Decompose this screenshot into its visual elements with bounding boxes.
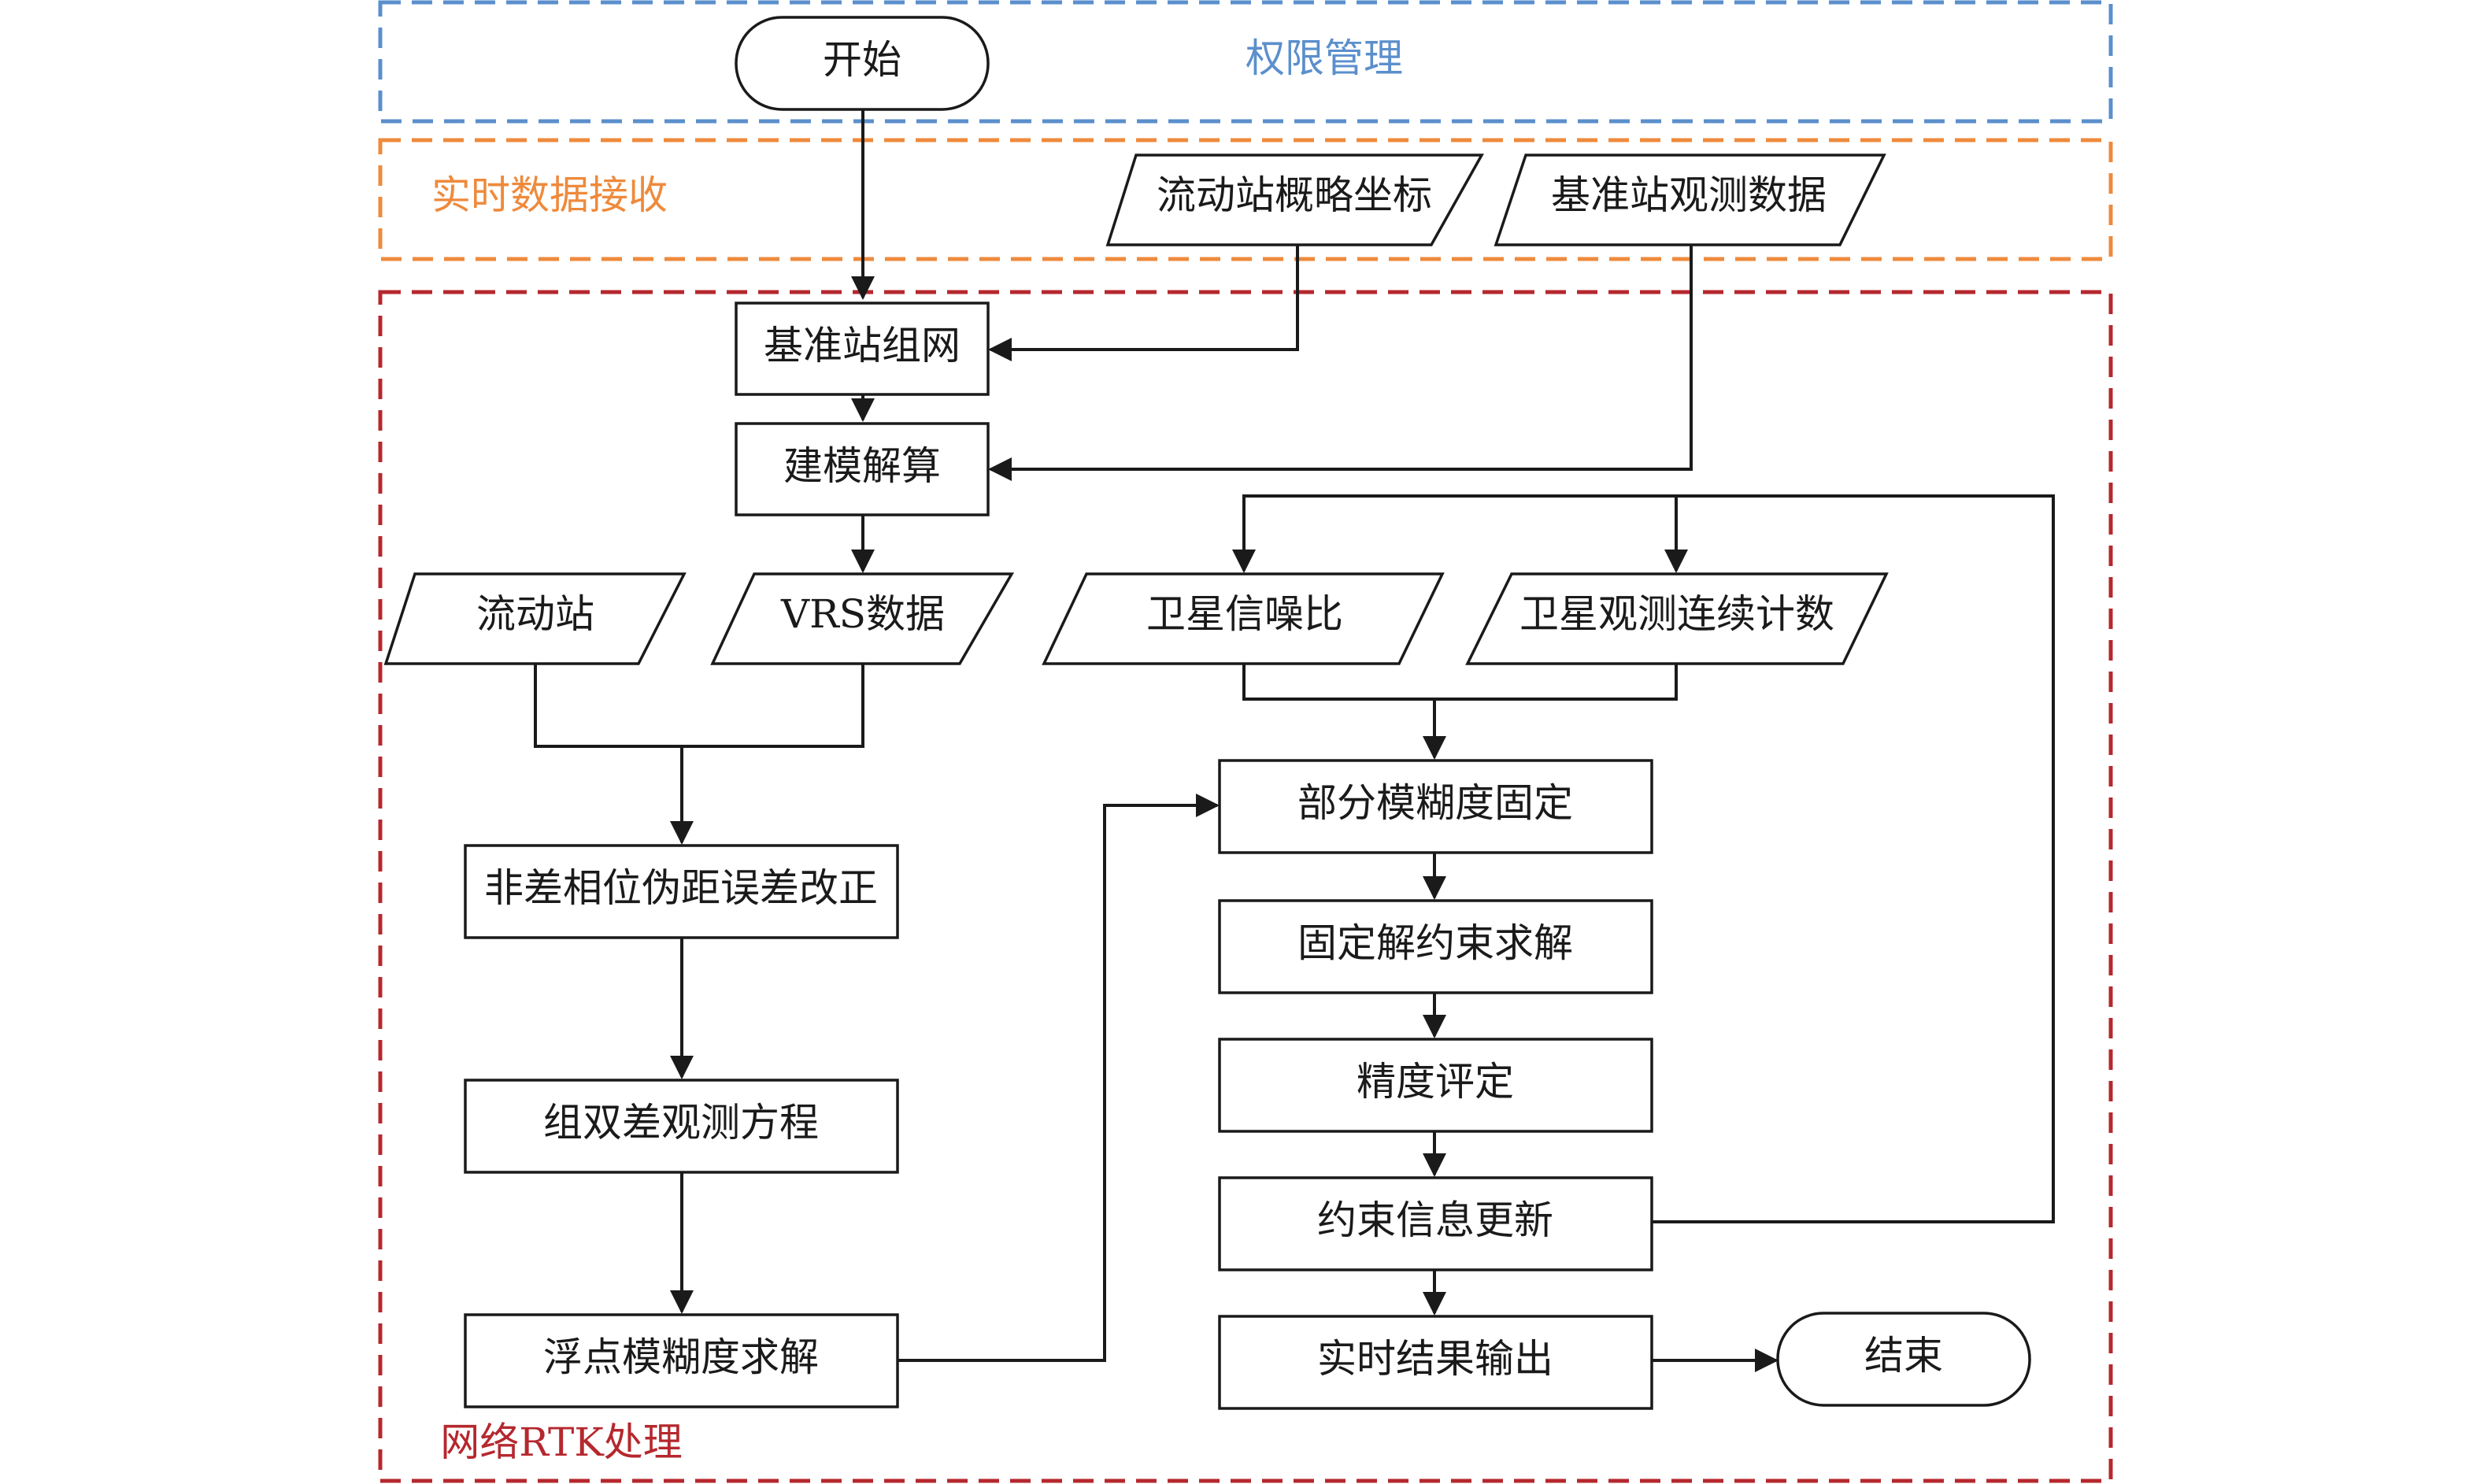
constraint-update-box	[1218, 1176, 1653, 1271]
partial-ambiguity-fix-label: 部分模糊度固定	[1297, 780, 1573, 826]
float-ambiguity-label: 浮点模糊度求解	[543, 1334, 819, 1380]
end-terminator	[1776, 1312, 2031, 1407]
start-terminator	[735, 16, 990, 111]
region-rtk-label: 网络RTK处理	[440, 1419, 682, 1465]
sat-continuous-count-input	[1465, 572, 1889, 665]
edge-update-feedback	[1232, 494, 2055, 1223]
undiff-correction-label: 非差相位伪距误差改正	[484, 865, 878, 911]
constraint-update-label: 约束信息更新	[1317, 1197, 1553, 1243]
edge-baseobs-to-model	[988, 245, 1693, 481]
model-solve-box	[735, 422, 990, 516]
region-data-receive-label: 实时数据接收	[431, 172, 668, 218]
region-rtk	[378, 290, 2113, 1483]
accuracy-eval-box	[1218, 1038, 1653, 1133]
region-permission	[378, 0, 2113, 124]
region-data-receive	[378, 138, 2113, 261]
float-ambiguity-box	[464, 1313, 899, 1408]
double-diff-eq-label: 组双差观测方程	[543, 1100, 819, 1145]
sat-continuous-count-label: 卫星观测连续计数	[1519, 591, 1834, 637]
model-solve-label: 建模解算	[783, 443, 941, 489]
rover-coarse-coords-label: 流动站概略坐标	[1157, 172, 1432, 218]
edge-coarse-to-network	[988, 245, 1299, 361]
edge-float-to-partial	[898, 794, 1220, 1362]
accuracy-eval-label: 精度评定	[1357, 1059, 1514, 1105]
fixed-constraint-solve-box	[1218, 899, 1653, 994]
edge-sat-merge	[1242, 664, 1678, 701]
rover-input	[383, 572, 687, 665]
base-network-label: 基准站组网	[764, 323, 961, 368]
edges	[534, 109, 2055, 1372]
base-obs-data-input	[1494, 154, 1886, 246]
sat-snr-input	[1042, 572, 1445, 665]
base-obs-data-label: 基准站观测数据	[1551, 172, 1827, 218]
sat-snr-label: 卫星信噪比	[1146, 591, 1343, 637]
vrs-data-input	[710, 572, 1015, 665]
base-network-box	[735, 302, 990, 396]
edge-rover-to-merge	[534, 664, 864, 748]
undiff-correction-box	[464, 844, 899, 939]
partial-ambiguity-fix-box	[1218, 759, 1653, 854]
rover-coarse-coords-input	[1105, 154, 1484, 246]
region-permission-label: 权限管理	[1246, 35, 1403, 81]
double-diff-eq-box	[464, 1079, 899, 1174]
start-label: 开始	[823, 37, 901, 83]
realtime-output-box	[1218, 1315, 1653, 1410]
fixed-constraint-solve-label: 固定解约束求解	[1297, 920, 1573, 966]
vrs-data-label: VRS数据	[780, 591, 945, 637]
rover-label: 流动站	[476, 591, 594, 637]
end-label: 结束	[1864, 1333, 1943, 1379]
realtime-output-label: 实时结果输出	[1317, 1336, 1553, 1382]
